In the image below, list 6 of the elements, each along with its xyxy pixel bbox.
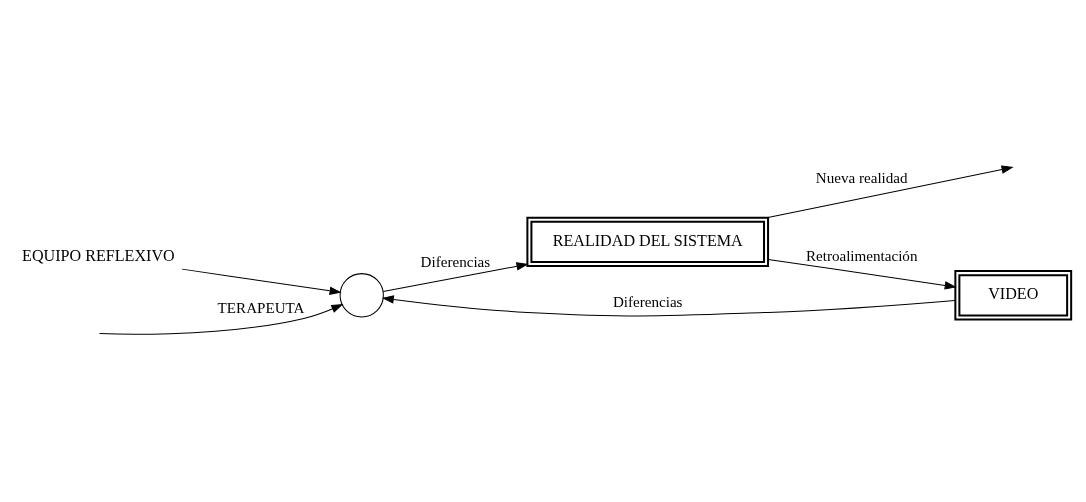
edge-label: Diferencias: [612, 294, 683, 311]
edge-label: TERAPEUTA: [217, 300, 305, 317]
edge-label: Nueva realidad: [815, 169, 908, 186]
node-text: EQUIPO REFLEXIVO: [22, 246, 175, 264]
edge-label: Retroalimentación: [805, 248, 918, 265]
edge-label: Diferencias: [420, 254, 491, 271]
